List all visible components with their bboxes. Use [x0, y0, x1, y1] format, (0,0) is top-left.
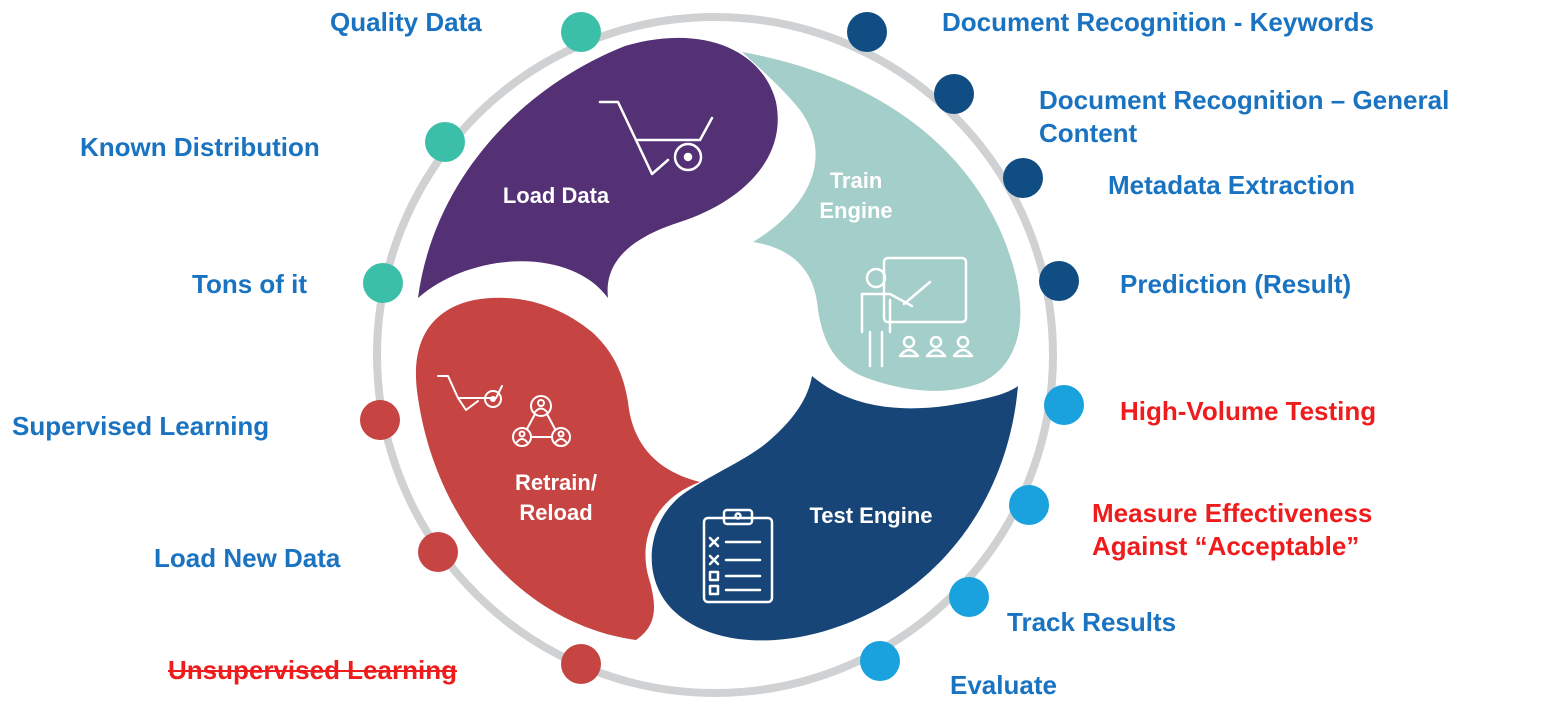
outer-ring	[373, 13, 1057, 697]
retrain-segment	[415, 297, 700, 640]
dot-doc-keywords	[847, 12, 887, 52]
dot-track-results	[949, 577, 989, 617]
dot-high-volume	[1044, 385, 1084, 425]
load-data-segment	[418, 37, 778, 298]
stage-load-data: Load Data	[502, 183, 610, 208]
dot-prediction	[1039, 261, 1079, 301]
label-unsupervised-learning: Unsupervised Learning	[168, 655, 457, 685]
label-doc-recognition-keywords: Document Recognition - Keywords	[942, 7, 1374, 37]
label-tons-of-it: Tons of it	[192, 269, 308, 299]
wheelbarrow-network-icon	[437, 375, 571, 447]
dot-known-distribution	[425, 122, 465, 162]
stage-train-engine: Train Engine	[819, 168, 893, 223]
dot-quality-data	[561, 12, 601, 52]
stage-test-engine: Test Engine	[809, 503, 933, 528]
dot-load-new-data	[418, 532, 458, 572]
label-known-distribution: Known Distribution	[80, 132, 320, 162]
dot-metadata	[1003, 158, 1043, 198]
label-evaluate: Evaluate	[950, 670, 1057, 700]
wheelbarrow-icon	[598, 100, 714, 176]
dot-measure	[1009, 485, 1049, 525]
train-engine-segment	[742, 52, 1021, 391]
dot-doc-general	[934, 74, 974, 114]
connector-dots	[360, 12, 1084, 684]
label-measure-effectiveness: Measure Effectiveness Against “Acceptabl…	[1092, 498, 1373, 561]
dot-tons-of-it	[363, 263, 403, 303]
dot-unsupervised	[561, 644, 601, 684]
clipboard-checklist-icon	[702, 508, 774, 604]
label-load-new-data: Load New Data	[154, 543, 341, 573]
label-prediction: Prediction (Result)	[1120, 269, 1352, 299]
label-metadata-extraction: Metadata Extraction	[1108, 170, 1356, 200]
stage-retrain-reload: Retrain/ Reload	[515, 470, 597, 525]
label-supervised-learning: Supervised Learning	[12, 411, 270, 441]
dot-supervised	[360, 400, 400, 440]
presentation-teacher-icon	[860, 256, 974, 368]
label-doc-recognition-general: Document Recognition – General Content	[1039, 85, 1450, 148]
test-engine-segment	[651, 376, 1018, 641]
dot-evaluate	[860, 641, 900, 681]
label-quality-data: Quality Data	[330, 7, 482, 37]
label-high-volume-testing: High-Volume Testing	[1120, 396, 1377, 426]
label-track-results: Track Results	[1007, 607, 1177, 637]
